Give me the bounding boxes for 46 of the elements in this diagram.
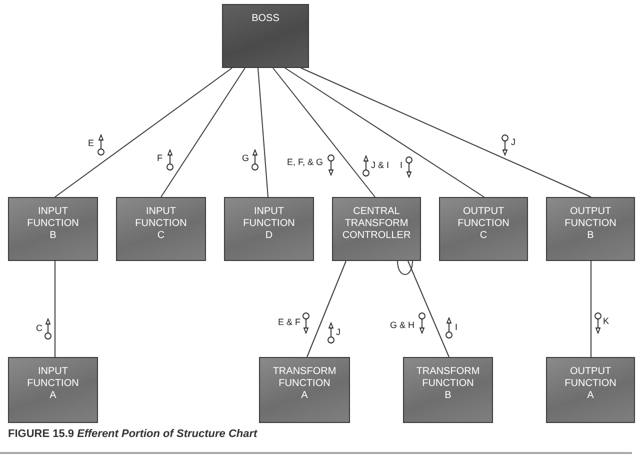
couple-label: E & F xyxy=(278,317,301,328)
couple-label: J xyxy=(511,137,516,148)
couple-label: F xyxy=(157,153,162,164)
couple-label: I xyxy=(400,160,403,171)
module-box xyxy=(332,197,421,261)
module-label: TRANSFORM FUNCTION B xyxy=(416,366,480,402)
module-box xyxy=(259,357,350,423)
couple-label: E xyxy=(88,138,94,149)
couple-label: G xyxy=(242,153,250,164)
couple-label: J & I xyxy=(371,160,390,171)
connector-line xyxy=(306,260,346,358)
module-box xyxy=(546,357,635,423)
connector-line xyxy=(54,260,56,358)
module-label: OUTPUT FUNCTION B xyxy=(564,206,616,242)
module-label: INPUT FUNCTION A xyxy=(27,366,79,402)
module-label: OUTPUT FUNCTION C xyxy=(458,206,510,242)
couple-label: C xyxy=(36,323,42,334)
module-label: TRANSFORM FUNCTION A xyxy=(272,366,336,402)
module-label: INPUT FUNCTION B xyxy=(27,206,79,242)
connector-line xyxy=(272,68,376,198)
figure-caption: FIGURE 15.9 Efferent Portion of Structure Chart xyxy=(8,428,258,440)
connector-line xyxy=(54,68,232,198)
module-label: INPUT FUNCTION C xyxy=(135,206,187,242)
module-box xyxy=(116,197,206,261)
couple-label: G & H xyxy=(390,320,415,331)
module-box xyxy=(8,197,98,261)
module-box xyxy=(546,197,635,261)
module-box xyxy=(403,357,493,423)
module-box xyxy=(8,357,98,423)
connector-line xyxy=(258,68,268,198)
connector-line xyxy=(590,260,592,358)
module-box xyxy=(224,197,314,261)
module-label: CENTRAL TRANSFORM CONTROLLER xyxy=(342,206,411,242)
module-label: OUTPUT FUNCTION A xyxy=(564,366,616,402)
module-box xyxy=(439,197,528,261)
connector-line xyxy=(408,260,450,358)
couple-label: K xyxy=(603,316,610,327)
couple-label: J xyxy=(336,327,340,338)
module-box xyxy=(222,4,309,68)
couple-label: E, F, & G xyxy=(287,157,324,168)
connector-line xyxy=(284,68,484,198)
module-label: BOSS xyxy=(252,13,280,25)
couple-label: I xyxy=(455,322,458,333)
module-label: INPUT FUNCTION D xyxy=(243,206,295,242)
connector-line xyxy=(300,68,592,198)
connector-line xyxy=(160,68,246,198)
